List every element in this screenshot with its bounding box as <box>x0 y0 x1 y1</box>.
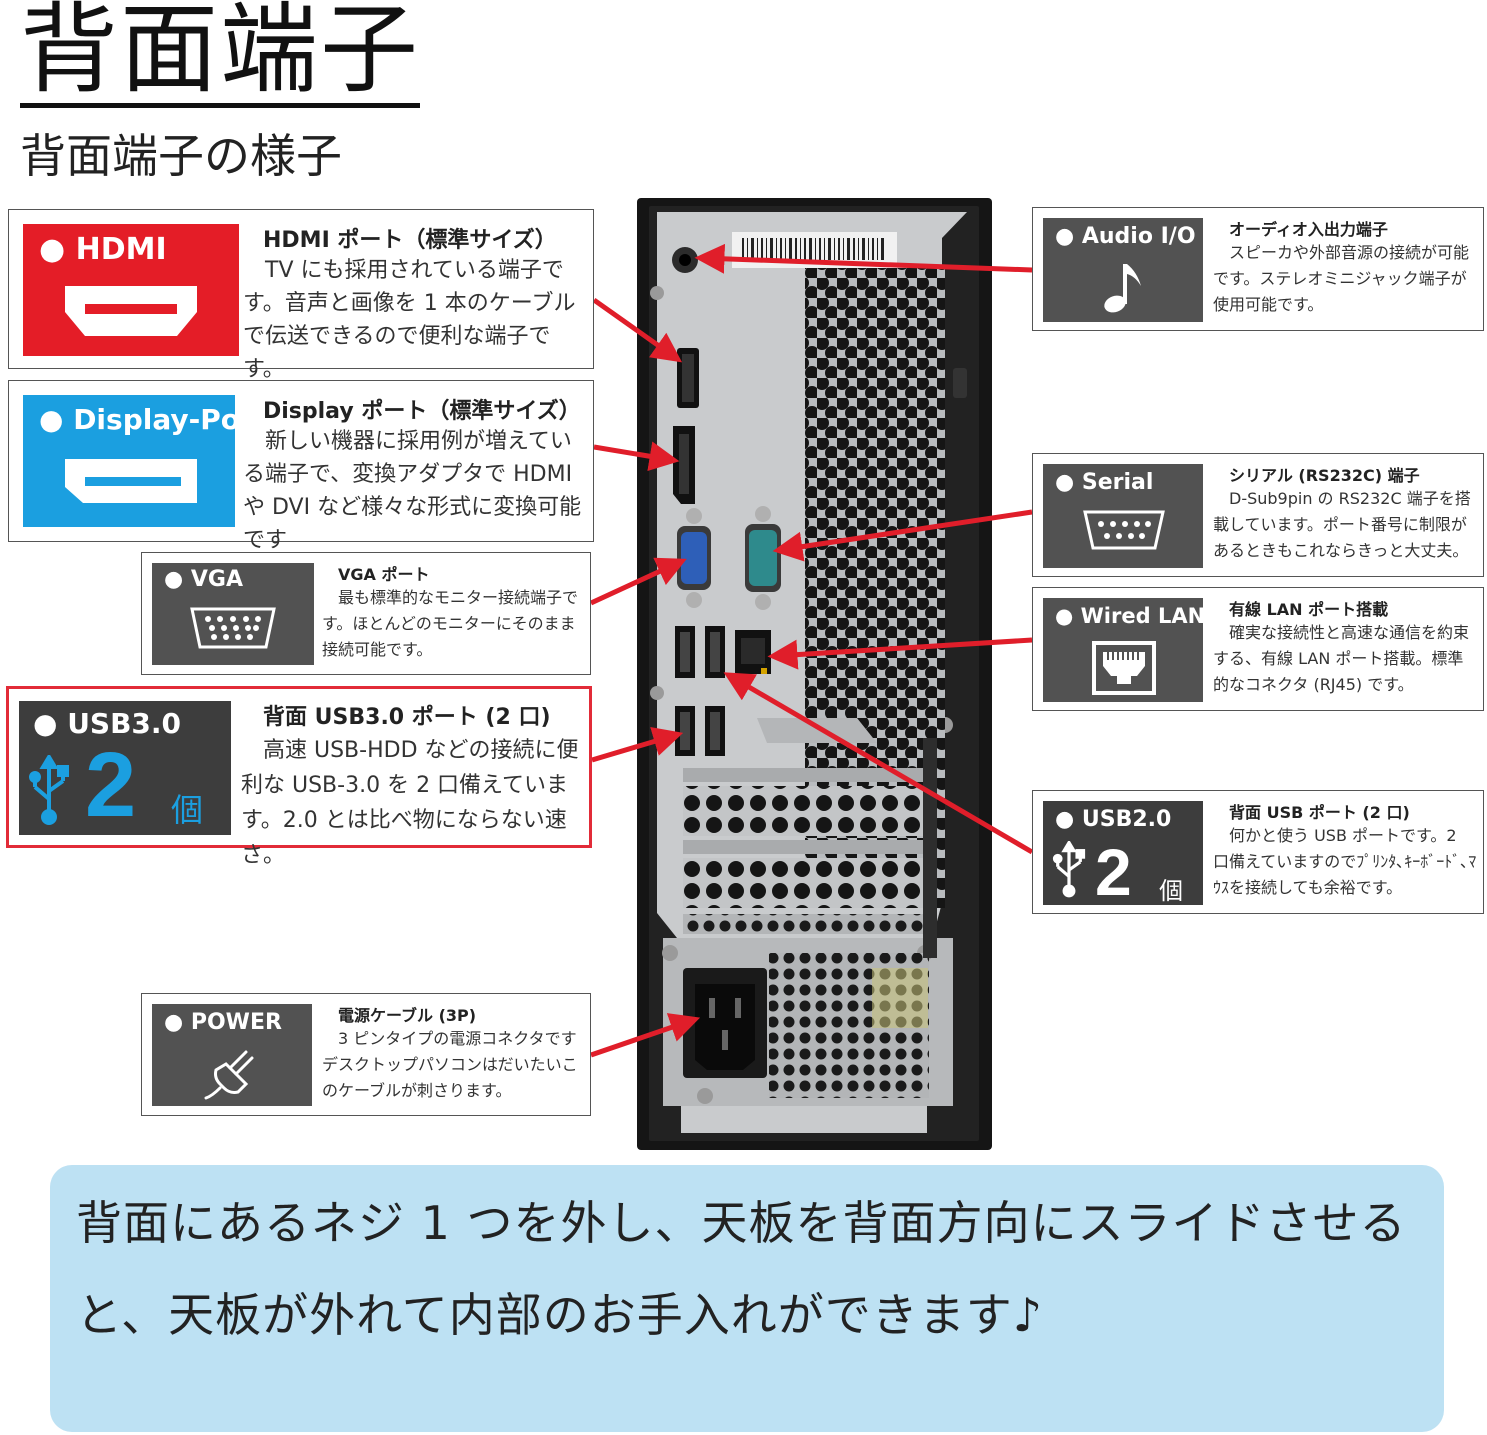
usb3-port-card: USB3.0 2 個 背面 USB3.0 ポート (2 口) 高速 USB-HD… <box>6 686 592 868</box>
audio-tile-label: Audio I/O <box>1055 224 1196 249</box>
usb3-count-unit: 個 <box>171 791 204 829</box>
hdmi-tile-label: HDMI <box>39 232 167 267</box>
serial-tile: Serial <box>1043 464 1203 568</box>
displayport-title: Display ポート（標準サイズ） <box>263 399 581 424</box>
usb3-title: 背面 USB3.0 ポート (2 口) <box>263 705 551 730</box>
power-plug-icon <box>204 1050 254 1100</box>
usb2-tile: USB2.0 2 個 <box>1043 801 1203 905</box>
usb2-title: 背面 USB ポート (2 口) <box>1229 803 1410 822</box>
power-description: 3 ピンタイプの電源コネクタですデスクトップパソコンはだいたいこのケーブルが刺さ… <box>322 1029 578 1100</box>
audio-description: スピーカや外部音源の接続が可能です。ステレオミニジャック端子が使用可能です。 <box>1213 243 1470 314</box>
usb2-tile-label: USB2.0 <box>1055 807 1171 832</box>
lan-title: 有線 LAN ポート搭載 <box>1229 600 1389 619</box>
maintenance-note-text: 背面にあるネジ 1 つを外し、天板を背面方向にスライドさせると、天板が外れて内部… <box>76 1196 1407 1342</box>
audio-title: オーディオ入出力端子 <box>1229 220 1388 239</box>
usb2-description: 何かと使う USB ポートです。2 口備えていますのでﾌﾟﾘﾝﾀ､ｷｰﾎﾞｰﾄﾞ… <box>1213 826 1477 897</box>
displayport-tile-label: Display-Port <box>39 403 267 436</box>
music-note-icon <box>1104 264 1141 313</box>
vga-connector-icon <box>190 607 276 649</box>
lan-tile-label: Wired LAN <box>1055 604 1206 628</box>
displayport-card: Display-Port Display ポート（標準サイズ） 新しい機器に採用… <box>8 380 594 553</box>
vga-tile: VGA <box>152 563 314 665</box>
hdmi-description: TV にも採用されている端子です。音声と画像を 1 本のケーブルで伝送できるので… <box>243 258 576 382</box>
serial-port-card: Serial シリアル (RS232C) 端子 D-Sub9pin の RS23… <box>1032 453 1484 577</box>
hdmi-port-card: HDMI HDMI ポート（標準サイズ） TV にも採用されている端子です。音声… <box>8 209 594 382</box>
rj45-connector-icon <box>1092 641 1156 695</box>
audio-io-card: Audio I/O オーディオ入出力端子 スピーカや外部音源の接続が可能です。ス… <box>1032 207 1484 331</box>
vga-tile-label: VGA <box>164 567 243 592</box>
audio-tile: Audio I/O <box>1043 218 1203 322</box>
wired-lan-card: Wired LAN 有線 LAN ポート搭載 確実な接続性と高速な通信を約束する… <box>1032 587 1484 711</box>
hdmi-tile: HDMI <box>23 224 239 356</box>
serial-tile-label: Serial <box>1055 470 1154 495</box>
lan-description: 確実な接続性と高速な通信を約束する、有線 LAN ポート搭載。標準的なコネクタ … <box>1213 623 1470 694</box>
displayport-tile: Display-Port <box>23 395 267 527</box>
displayport-connector-icon <box>65 459 197 503</box>
pc-rear-panel-image <box>637 198 992 1150</box>
usb-icon <box>1052 841 1086 898</box>
usb-icon <box>29 755 69 825</box>
usb3-port-count: 2 <box>85 734 137 836</box>
serial-title: シリアル (RS232C) 端子 <box>1229 466 1420 485</box>
usb3-description: 高速 USB-HDD などの接続に便利な USB-3.0 を 2 口備えています… <box>241 738 579 868</box>
vga-title: VGA ポート <box>338 565 430 584</box>
usb3-tile-label: USB3.0 <box>33 707 181 740</box>
title-underline <box>20 103 420 108</box>
usb3-tile: USB3.0 2 個 <box>19 701 231 835</box>
power-tile-label: POWER <box>164 1010 282 1035</box>
page-subtitle: 背面端子の様子 <box>20 129 342 183</box>
power-tile: POWER <box>152 1004 312 1106</box>
usb2-port-card: USB2.0 2 個 背面 USB ポート (2 口) 何かと使う USB ポー… <box>1032 790 1484 914</box>
vga-description: 最も標準的なモニター接続端子です。ほとんどのモニターにそのまま接続可能です。 <box>322 588 579 659</box>
vga-port-card: VGA VGA ポート 最も標準的なモニター接続端子です。ほとんどのモニターにそ… <box>141 552 591 675</box>
page-title: 背面端子 <box>20 0 421 107</box>
lan-tile: Wired LAN <box>1043 598 1206 702</box>
hdmi-title: HDMI ポート（標準サイズ） <box>263 228 557 253</box>
serial-description: D-Sub9pin の RS232C 端子を搭載しています。ポート番号に制限があ… <box>1213 489 1471 560</box>
power-title: 電源ケーブル (3P) <box>338 1006 477 1025</box>
hdmi-connector-icon <box>65 286 197 336</box>
power-cable-card: POWER 電源ケーブル (3P) 3 ピンタイプの電源コネクタですデスクトップ… <box>141 993 591 1116</box>
maintenance-note: 背面にあるネジ 1 つを外し、天板を背面方向にスライドさせると、天板が外れて内部… <box>50 1165 1444 1432</box>
usb2-count-unit: 個 <box>1159 877 1183 905</box>
displayport-description: 新しい機器に採用例が増えている端子で、変換アダプタで HDMI や DVI など… <box>243 429 582 553</box>
serial-connector-icon <box>1083 510 1165 550</box>
usb2-port-count: 2 <box>1095 835 1132 909</box>
